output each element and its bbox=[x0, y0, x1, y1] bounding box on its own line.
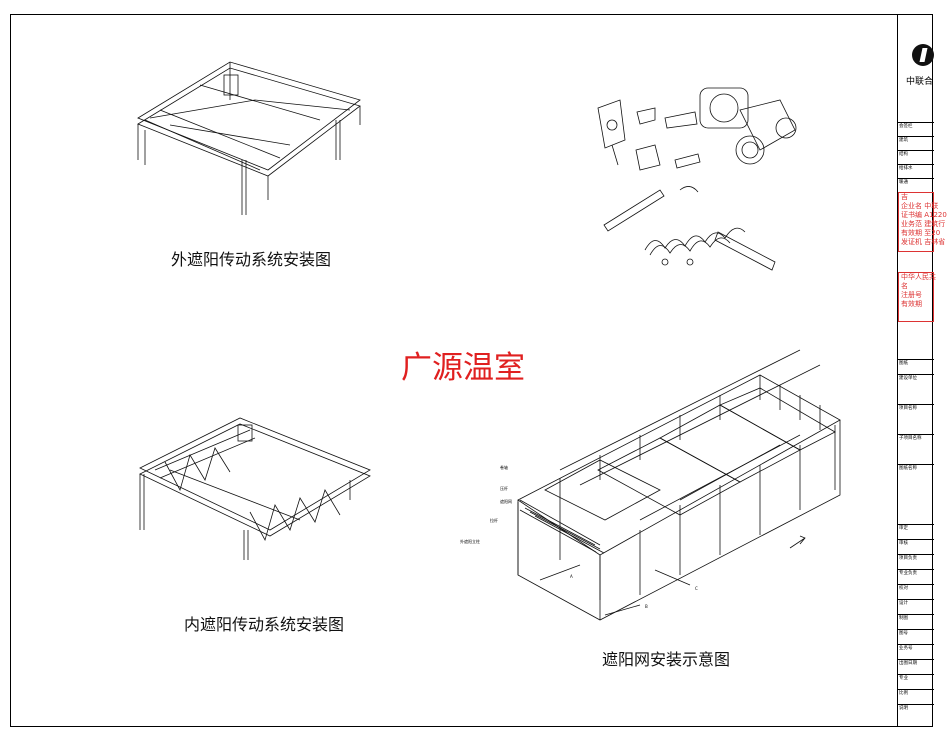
tb-row: 图纸 bbox=[898, 359, 934, 367]
tb-row: 建筑 bbox=[898, 136, 934, 144]
outer-shading-drive-diagram bbox=[137, 61, 361, 215]
tb-row: 专业 bbox=[898, 674, 934, 682]
drawing-sheet-border bbox=[10, 14, 933, 727]
inner-shading-drive-diagram bbox=[139, 417, 371, 560]
title-block: 中联合 会签栏 建筑 结构 给排水 暖通 吉 企业名 中联 证书编 A1220 … bbox=[897, 14, 947, 727]
tb-row: 专业负责 bbox=[898, 569, 934, 577]
tb-row: 会签栏 bbox=[898, 122, 934, 130]
tb-row: 图号 bbox=[898, 629, 934, 637]
caption-shade-net: 遮阳网安装示意图 bbox=[602, 650, 731, 669]
tb-row: 审核 bbox=[898, 539, 934, 547]
net-label-C: C bbox=[695, 586, 698, 591]
net-label-c: 遮阳网 bbox=[500, 498, 512, 504]
net-label-B: B bbox=[645, 604, 648, 609]
parts-exploded-diagram bbox=[597, 87, 797, 271]
net-label-a: 卷轴 bbox=[500, 464, 508, 470]
tb-row: 说明 bbox=[898, 704, 934, 712]
tb-row: 图纸名称 bbox=[898, 464, 934, 472]
tb-row: 暖通 bbox=[898, 178, 934, 186]
company-name: 中联合 bbox=[906, 77, 934, 87]
tb-row: 给排水 bbox=[898, 164, 934, 172]
tb-row: 项目名称 bbox=[898, 404, 934, 412]
tb-row: 校对 bbox=[898, 584, 934, 592]
tb-row: 审定 bbox=[898, 524, 934, 532]
net-label-b: 压杆 bbox=[500, 485, 508, 491]
net-label-A: A bbox=[570, 574, 573, 579]
tb-row: 出图日期 bbox=[898, 659, 934, 667]
tb-row: 结构 bbox=[898, 150, 934, 158]
tb-row: 比例 bbox=[898, 689, 934, 697]
tb-row: 子项目名称 bbox=[898, 434, 934, 442]
tb-row: 业务号 bbox=[898, 644, 934, 652]
tb-row: 制图 bbox=[898, 614, 934, 622]
caption-outer-shading: 外遮阳传动系统安装图 bbox=[171, 250, 332, 269]
tb-row: 建设单位 bbox=[898, 374, 934, 382]
caption-inner-shading: 内遮阳传动系统安装图 bbox=[184, 615, 345, 634]
net-label-e: 外遮阳立柱 bbox=[460, 538, 480, 544]
company-logo-icon bbox=[912, 44, 934, 66]
watermark-text: 广源温室 bbox=[401, 350, 525, 386]
net-label-d: 拉杆 bbox=[490, 517, 498, 523]
tb-row: 设计 bbox=[898, 599, 934, 607]
registration-stamp: 中华人民共 名 注册号 有效期 bbox=[898, 272, 936, 322]
shade-net-installation-diagram bbox=[517, 349, 841, 621]
tb-row: 项目负责 bbox=[898, 554, 934, 562]
qualification-stamp: 吉 企业名 中联 证书编 A1220 业务范 建筑行 有效期 至20 发证机 吉… bbox=[898, 192, 947, 252]
